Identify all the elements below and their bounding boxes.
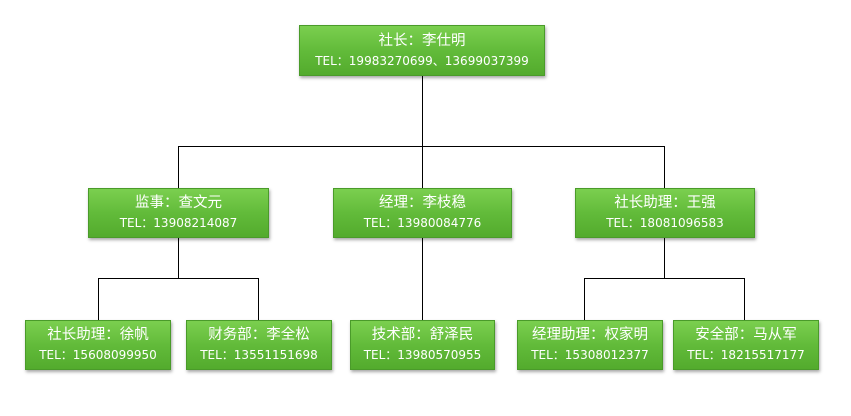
node-title: 监事：查文元: [135, 195, 222, 211]
connector-line: [98, 278, 259, 279]
node-title: 财务部：李全松: [208, 327, 310, 343]
connector-line: [744, 278, 745, 321]
connector-line: [98, 278, 99, 321]
node-tel: TEL：18081096583: [606, 216, 724, 230]
connector-line: [422, 237, 423, 321]
node-tel: TEL：13980084776: [363, 216, 482, 230]
connector-line: [422, 75, 423, 147]
node-title: 社长：李仕明: [378, 32, 466, 49]
node-manager: 经理：李枝稳 TEL：13980084776: [333, 188, 512, 238]
connector-line: [422, 146, 423, 189]
node-tech: 技术部：舒泽民 TEL：13980570955: [350, 320, 495, 370]
connector-line: [664, 237, 665, 279]
node-title: 社长助理：王强: [614, 195, 716, 211]
connector-line: [178, 146, 665, 147]
node-tel: TEL：18215517177: [687, 348, 805, 362]
connector-line: [178, 237, 179, 279]
node-title: 社长助理：徐帆: [47, 327, 149, 343]
node-manager-assistant: 经理助理：权家明 TEL：15308012377: [517, 320, 663, 370]
connector-line: [664, 146, 665, 189]
node-tel: TEL：13908214087: [119, 216, 238, 230]
node-safety: 安全部：马从军 TEL：18215517177: [673, 320, 819, 370]
node-title: 经理助理：权家明: [532, 327, 648, 343]
node-tel: TEL：13980570955: [363, 348, 482, 362]
node-title: 经理：李枝稳: [379, 195, 466, 211]
node-supervisor: 监事：查文元 TEL：13908214087: [88, 188, 269, 238]
node-tel: TEL：19983270699、13699037399: [315, 53, 529, 68]
connector-line: [258, 278, 259, 321]
connector-line: [178, 146, 179, 189]
node-president-assistant-2: 社长助理：徐帆 TEL：15608099950: [25, 320, 171, 370]
connector-line: [584, 278, 585, 321]
node-finance: 财务部：李全松 TEL：13551151698: [186, 320, 332, 370]
node-president: 社长：李仕明 TEL：19983270699、13699037399: [299, 25, 545, 76]
node-title: 安全部：马从军: [695, 327, 797, 343]
node-president-assistant: 社长助理：王强 TEL：18081096583: [575, 188, 755, 238]
node-title: 技术部：舒泽民: [371, 327, 474, 343]
connector-line: [584, 278, 745, 279]
node-tel: TEL：15308012377: [531, 348, 649, 362]
node-tel: TEL：15608099950: [39, 348, 157, 362]
node-tel: TEL：13551151698: [200, 348, 318, 362]
